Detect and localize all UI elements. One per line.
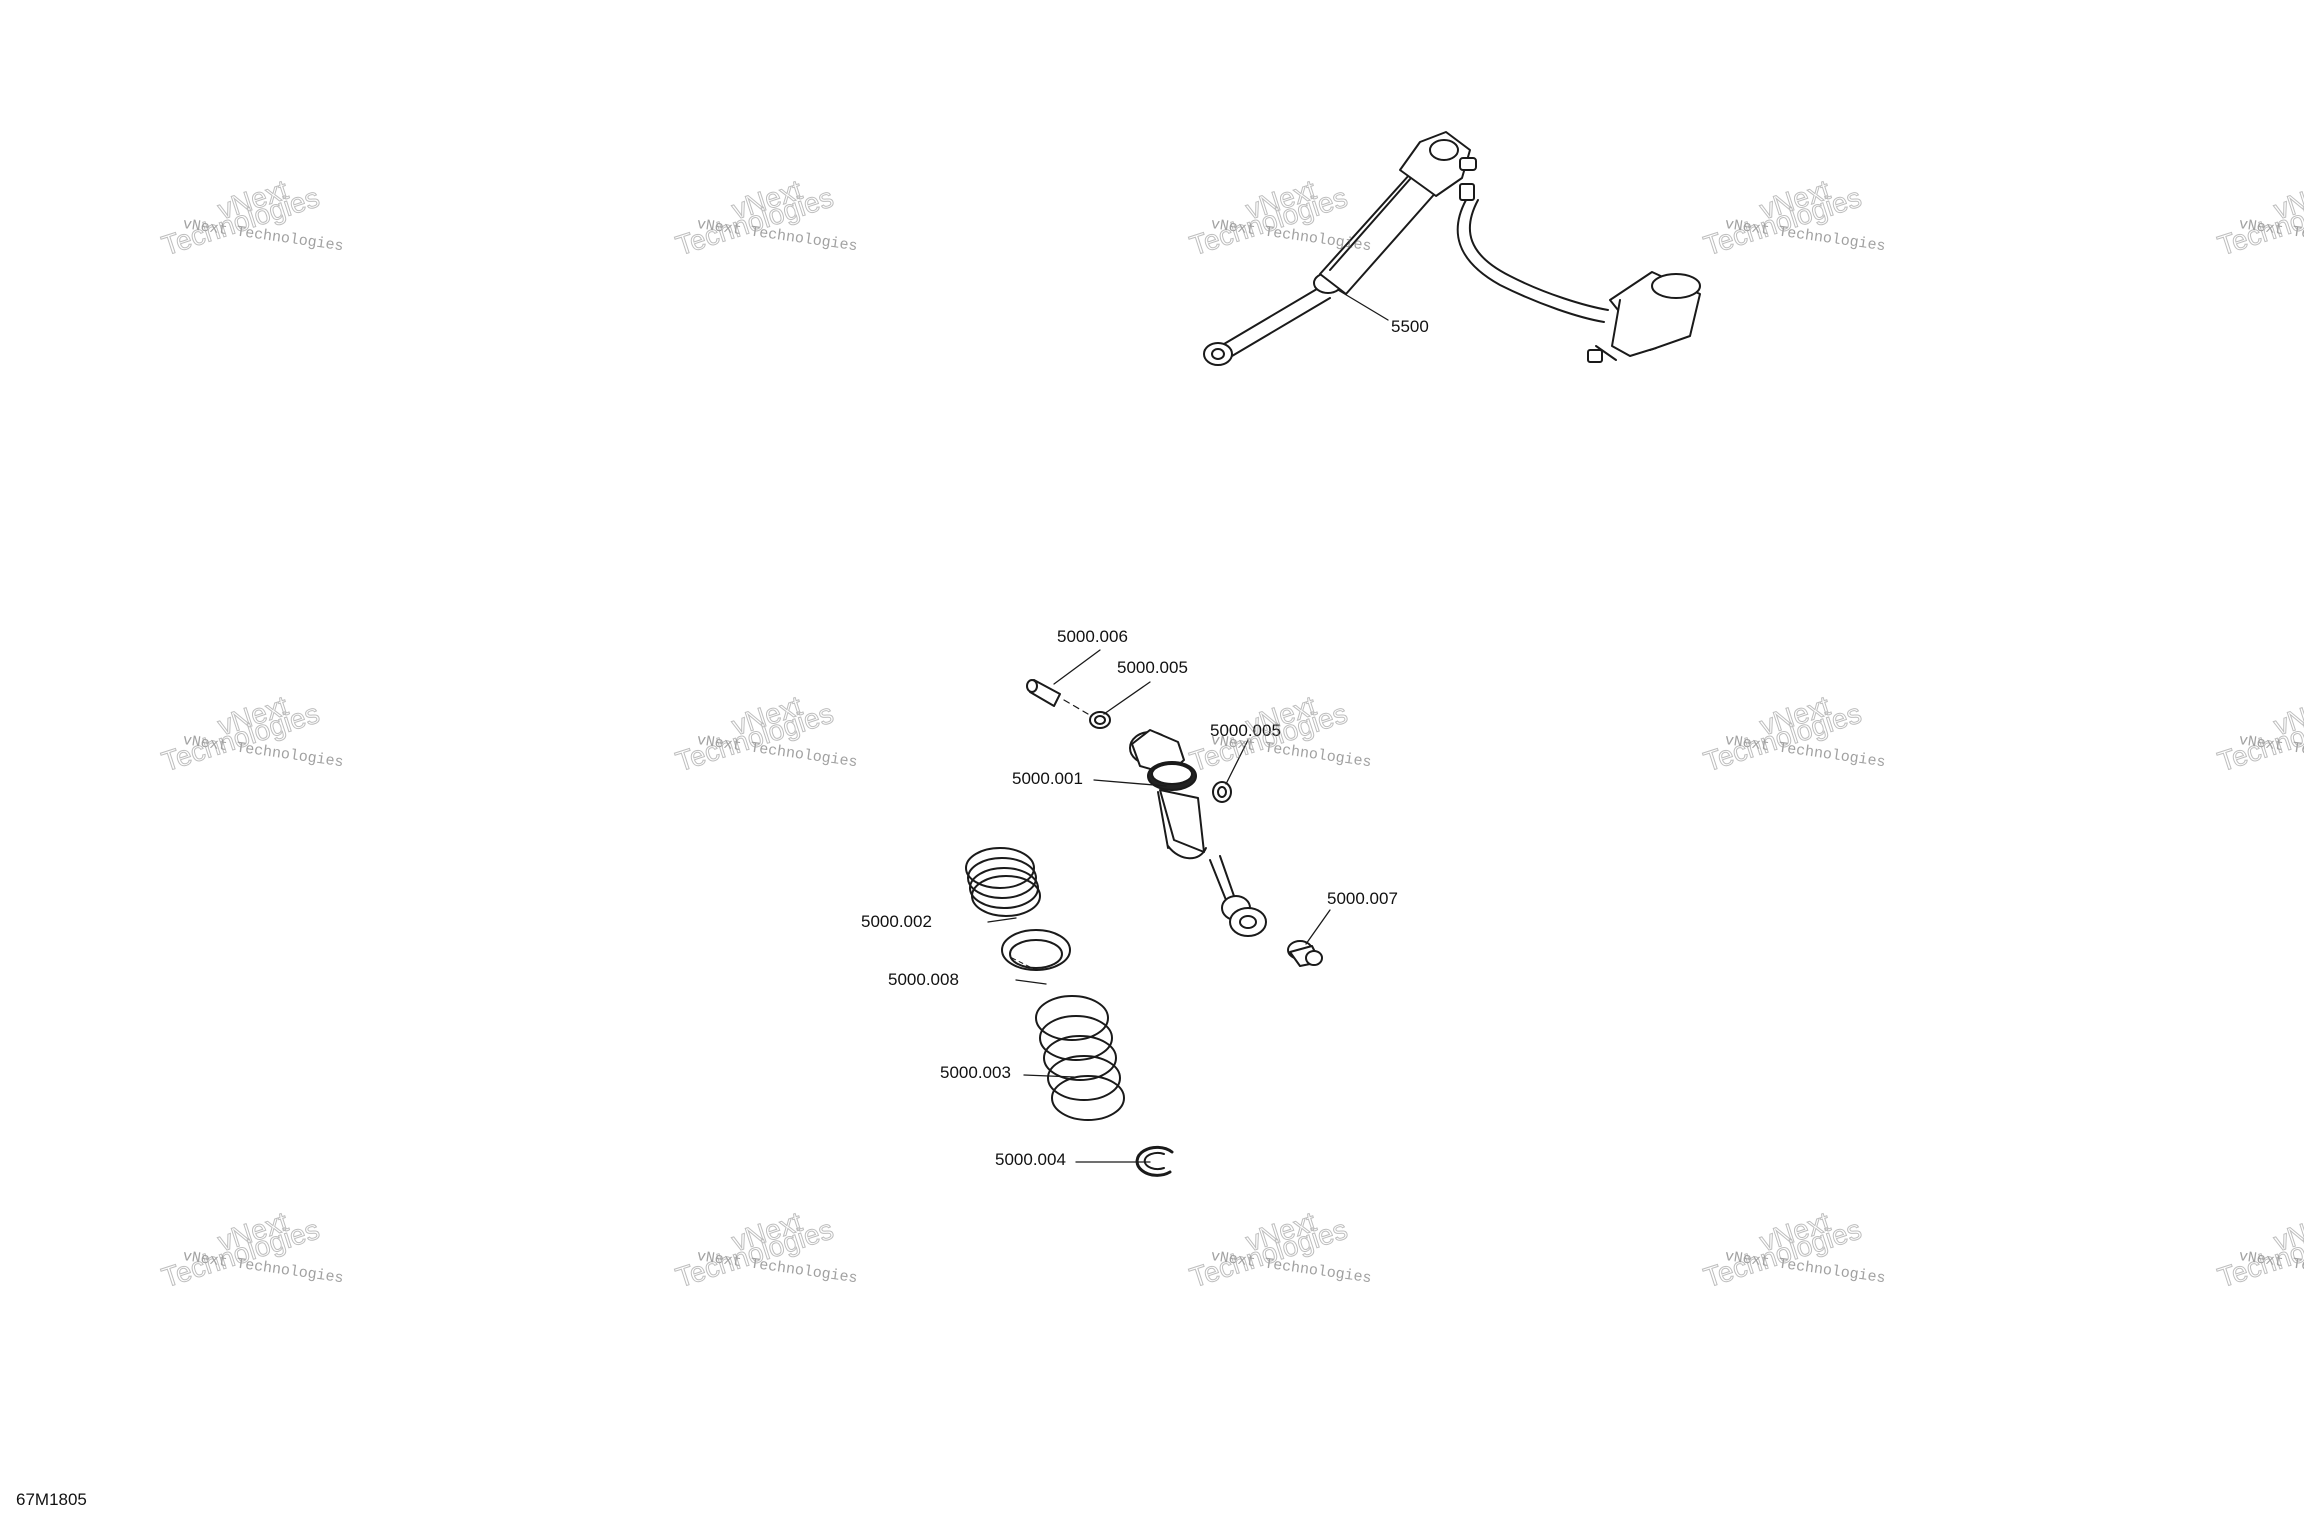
- callout-5000-006: 5000.006: [1057, 627, 1128, 646]
- callout-5000-005-side: 5000.005: [1210, 721, 1281, 740]
- part-5000-004-clip: [1135, 1145, 1174, 1177]
- diagram-code: 67M1805: [16, 1490, 87, 1509]
- leader-5500: [1337, 289, 1389, 321]
- part-5000-008-retainer: [1001, 929, 1071, 973]
- callout-5000-004: 5000.004: [995, 1150, 1066, 1169]
- part-5000-007-bushing: [1287, 940, 1323, 967]
- part-5000-003-main-spring: [1035, 995, 1125, 1121]
- part-5000-005-spacer-top: [1089, 711, 1111, 729]
- callout-5000-001: 5000.001: [1012, 769, 1083, 788]
- callout-5500: 5500: [1391, 317, 1429, 336]
- callout-5000-005-top: 5000.005: [1117, 658, 1188, 677]
- part-5000-005-spacer-side: [1212, 781, 1232, 803]
- part-5000-006-bushing: [1026, 679, 1061, 707]
- callout-5000-008: 5000.008: [888, 970, 959, 989]
- callout-5000-002: 5000.002: [861, 912, 932, 931]
- part-5000-001-shock-absorber: [1129, 729, 1267, 937]
- remote-reservoir-shock-5500: [1203, 131, 1701, 366]
- callout-5000-003: 5000.003: [940, 1063, 1011, 1082]
- callout-5000-007: 5000.007: [1327, 889, 1398, 908]
- callout-leaders: [987, 649, 1331, 1163]
- part-5000-002-spring: [965, 847, 1041, 917]
